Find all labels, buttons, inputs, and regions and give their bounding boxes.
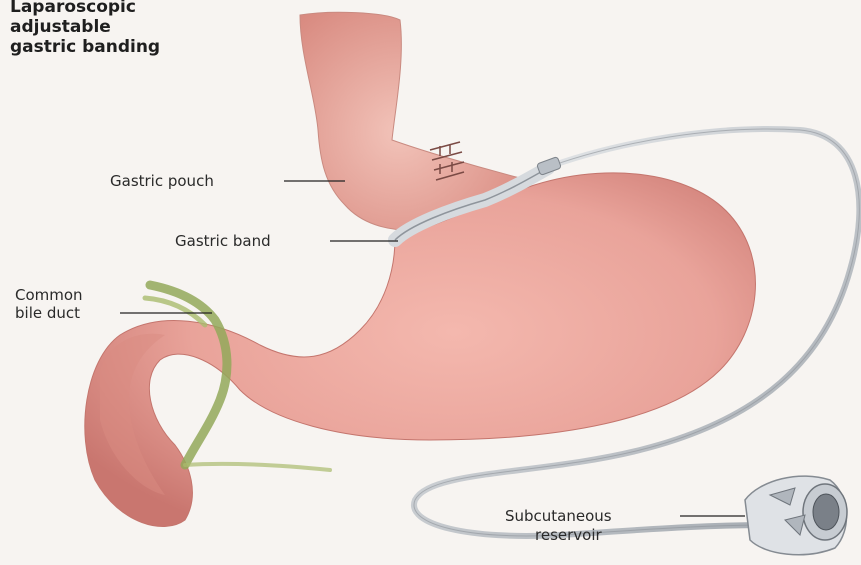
title-line-1: Laparoscopic: [10, 0, 136, 17]
label-gastric-band: Gastric band: [175, 232, 271, 250]
reservoir-port: [745, 476, 847, 555]
title-line-3: gastric banding: [10, 37, 160, 57]
label-common-bile-duct-1: Common: [15, 286, 83, 304]
label-subcutaneous-reservoir-2: reservoir: [535, 526, 602, 544]
band-connector: [537, 157, 562, 176]
title-line-2: adjustable: [10, 17, 111, 37]
label-gastric-pouch: Gastric pouch: [110, 172, 214, 190]
bile-duct-lower: [185, 464, 330, 470]
label-subcutaneous-reservoir-1: Subcutaneous: [505, 507, 612, 525]
label-common-bile-duct-2: bile duct: [15, 304, 80, 322]
